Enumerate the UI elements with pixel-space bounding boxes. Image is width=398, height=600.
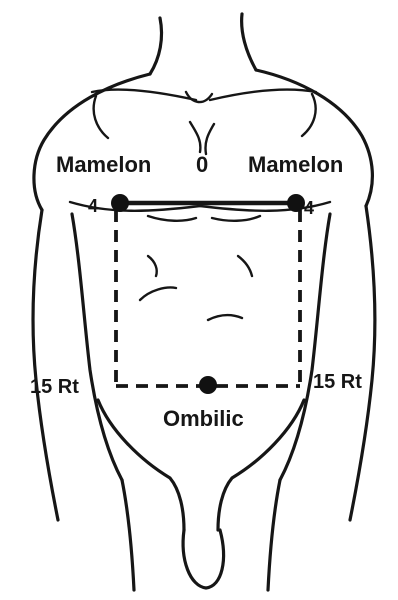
- right-arm-outline: [350, 206, 375, 520]
- right-flank-outline: [280, 214, 330, 480]
- left-deltoid-mark: [94, 96, 108, 138]
- right-nipple-label: Mamelon: [248, 152, 343, 177]
- right-deltoid-mark: [302, 94, 316, 136]
- neck-left-outline: [150, 18, 162, 74]
- abdomen-mark-1: [140, 288, 176, 301]
- sternum-mark: [190, 122, 214, 154]
- abdomen-mark-4: [208, 315, 242, 320]
- left-arm-outline: [33, 210, 58, 520]
- left-four-label: 4: [88, 196, 98, 216]
- right-15rt-label: 15 Rt: [313, 371, 362, 393]
- left-15rt-label: 15 Rt: [30, 376, 79, 398]
- navel-label: Ombilic: [163, 406, 244, 431]
- left-nipple-label: Mamelon: [56, 152, 151, 177]
- right-four-label: 4: [304, 198, 314, 218]
- neck-right-outline: [242, 14, 256, 70]
- left-collarbone: [92, 90, 196, 100]
- left-nipple-dot: [111, 194, 129, 212]
- left-leg-outline: [122, 480, 134, 590]
- midline-zero-label: 0: [196, 152, 208, 177]
- sternal-notch: [186, 92, 212, 102]
- right-nipple-dot: [287, 194, 305, 212]
- chest-fold-left: [148, 216, 196, 221]
- right-leg-outline: [268, 480, 280, 590]
- left-shoulder-outline: [34, 74, 150, 210]
- genital-outline: [183, 530, 223, 588]
- navel-dot: [199, 376, 217, 394]
- abdomen-mark-2: [238, 256, 252, 276]
- abdomen-mark-3: [148, 256, 157, 276]
- chest-fold-right: [212, 216, 260, 221]
- right-collarbone: [210, 90, 316, 100]
